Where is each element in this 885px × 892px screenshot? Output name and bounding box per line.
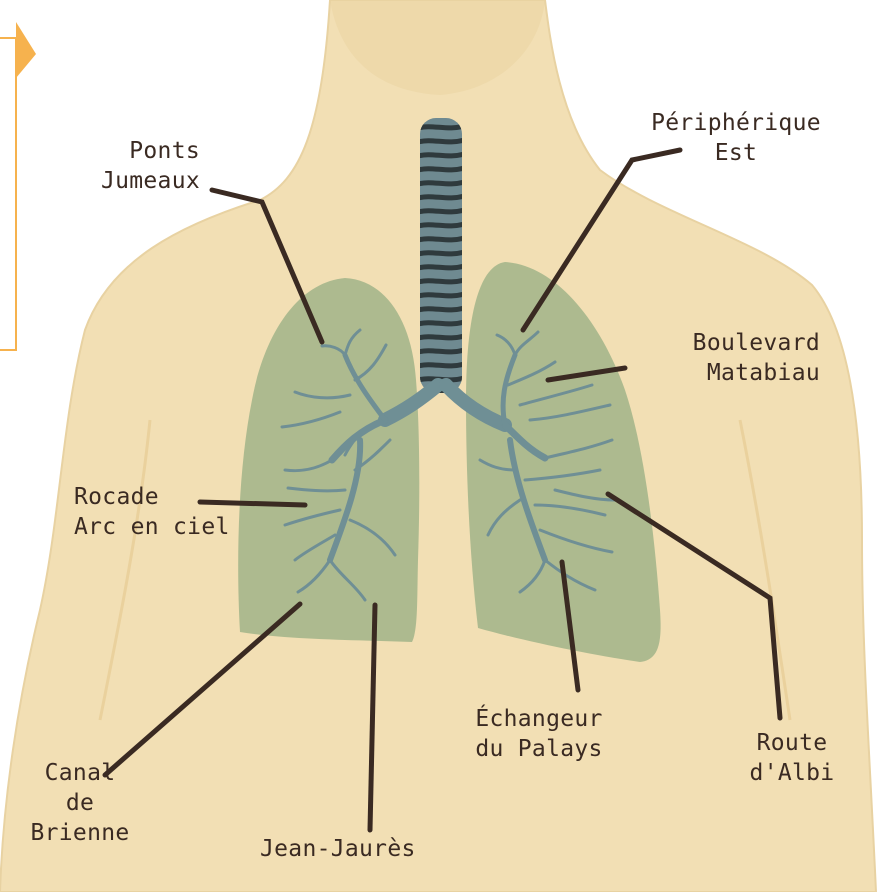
trachea-cartilage-ring [418, 266, 464, 268]
label-rocade-arc-en-ciel: Rocade Arc en ciel [74, 482, 254, 542]
callout-box [0, 22, 36, 350]
trachea-cartilage-ring [418, 126, 464, 128]
trachea-cartilage-ring [418, 350, 464, 352]
label-ponts-jumeaux: Ponts Jumeaux [60, 136, 200, 196]
label-route-dalbi: Route d'Albi [742, 728, 842, 788]
trachea [418, 118, 464, 394]
trachea-cartilage-ring [418, 154, 464, 156]
trachea-cartilage-ring [418, 168, 464, 170]
trachea-cartilage-ring [418, 238, 464, 240]
label-canal-de-brienne: Canal de Brienne [14, 758, 146, 848]
label-peripherique-est: Périphérique Est [632, 108, 840, 168]
label-jean-jaures: Jean-Jaurès [260, 834, 460, 864]
trachea-cartilage-ring [418, 196, 464, 198]
trachea-cartilage-ring [418, 140, 464, 142]
trachea-cartilage-ring [418, 308, 464, 310]
trachea-cartilage-ring [418, 280, 464, 282]
trachea-cartilage-ring [418, 182, 464, 184]
trachea-cartilage-ring [418, 364, 464, 366]
trachea-cartilage-ring [418, 224, 464, 226]
trachea-cartilage-ring [418, 210, 464, 212]
trachea-cartilage-ring [418, 294, 464, 296]
label-boulevard-matabiau: Boulevard Matabiau [612, 328, 820, 388]
label-echangeur-du-palays: Échangeur du Palays [452, 704, 626, 764]
trachea-cartilage-ring [418, 322, 464, 324]
callout-arrow [16, 22, 36, 78]
trachea-cartilage-ring [418, 336, 464, 338]
trachea-cartilage-ring [418, 252, 464, 254]
